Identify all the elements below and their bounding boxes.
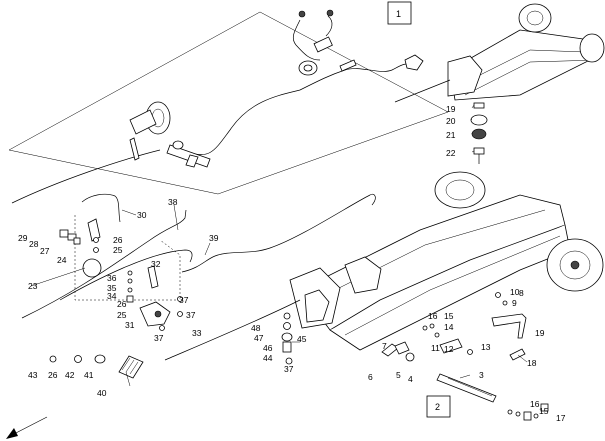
callout-15-lower: 15	[539, 406, 549, 416]
callout-37-c: 37	[154, 333, 164, 343]
callout-36: 36	[107, 273, 117, 283]
callout-16-lower: 16	[530, 399, 540, 409]
callout-34: 34	[107, 291, 117, 301]
callout-40: 40	[97, 388, 107, 398]
callout-47: 47	[254, 333, 264, 343]
callout-44: 44	[263, 353, 273, 363]
callout-4: 4	[408, 374, 413, 384]
callout-13: 13	[481, 342, 491, 352]
callout-24: 24	[57, 255, 67, 265]
callout-33: 33	[192, 328, 202, 338]
callout-21: 21	[446, 130, 456, 140]
callout-3: 3	[479, 370, 484, 380]
callout-39: 39	[209, 233, 219, 243]
callout-25-lower: 25	[117, 310, 127, 320]
callout-26-lower: 26	[48, 370, 58, 380]
valve-stack	[281, 312, 293, 365]
callout-28: 28	[29, 239, 39, 249]
lever-linkage-assembly	[381, 292, 549, 421]
callout-32: 32	[151, 259, 161, 269]
callout-6: 6	[368, 372, 373, 382]
callout-41: 41	[84, 370, 94, 380]
callout-37-a: 37	[179, 295, 189, 305]
callout-12: 12	[444, 344, 454, 354]
fastener-stack	[470, 102, 488, 164]
callout-26-upper: 26	[113, 235, 123, 245]
callout-17: 17	[556, 413, 566, 423]
main-chassis-frame	[289, 171, 604, 351]
callout-9: 9	[512, 298, 517, 308]
callout-38: 38	[168, 197, 178, 207]
small-parts-row	[49, 354, 144, 379]
callout-30: 30	[137, 210, 147, 220]
callout-11: 11	[431, 343, 440, 353]
callout-46: 46	[263, 343, 273, 353]
callout-14: 14	[444, 322, 454, 332]
cable-harness	[11, 9, 424, 204]
leader-lines	[30, 104, 528, 387]
callout-29: 29	[18, 233, 28, 243]
callout-5: 5	[396, 370, 401, 380]
callout-45: 45	[297, 334, 307, 344]
rear-axle-frame	[394, 3, 605, 103]
callout-10: 10	[510, 287, 520, 297]
callout-42: 42	[65, 370, 75, 380]
direction-arrow	[6, 416, 48, 439]
control-rods	[21, 193, 376, 361]
callout-37-b: 37	[186, 310, 196, 320]
callout-18: 18	[527, 358, 537, 368]
callout-16-upper: 16	[428, 311, 438, 321]
callout-35: 35	[107, 283, 117, 293]
view-box-2: 2	[426, 395, 451, 418]
callout-25-upper: 25	[113, 245, 123, 255]
callout-22: 22	[446, 148, 456, 158]
callout-48: 48	[251, 323, 261, 333]
view-box-1-number: 1	[396, 9, 401, 19]
callout-7: 7	[382, 341, 387, 351]
callout-31: 31	[125, 320, 135, 330]
view-box-1: 1	[387, 1, 412, 25]
callout-labels: 3 4 5 6 7 8 9 10 11 12 13 14 15 15 16 16…	[18, 104, 566, 423]
callout-27: 27	[40, 246, 50, 256]
detail-view-1-outline	[8, 11, 449, 195]
callout-37-d: 37	[284, 364, 294, 374]
brake-chamber-assembly	[129, 101, 211, 168]
mount-bracket-assembly	[59, 215, 183, 331]
callout-26-mid: 26	[117, 299, 127, 309]
callout-43: 43	[28, 370, 38, 380]
callout-20: 20	[446, 116, 456, 126]
callout-15-upper: 15	[444, 311, 454, 321]
callout-19-lower: 19	[535, 328, 545, 338]
callout-23: 23	[28, 281, 38, 291]
callout-19-upper: 19	[446, 104, 456, 114]
view-box-2-number: 2	[435, 402, 440, 412]
callout-8: 8	[519, 288, 524, 298]
